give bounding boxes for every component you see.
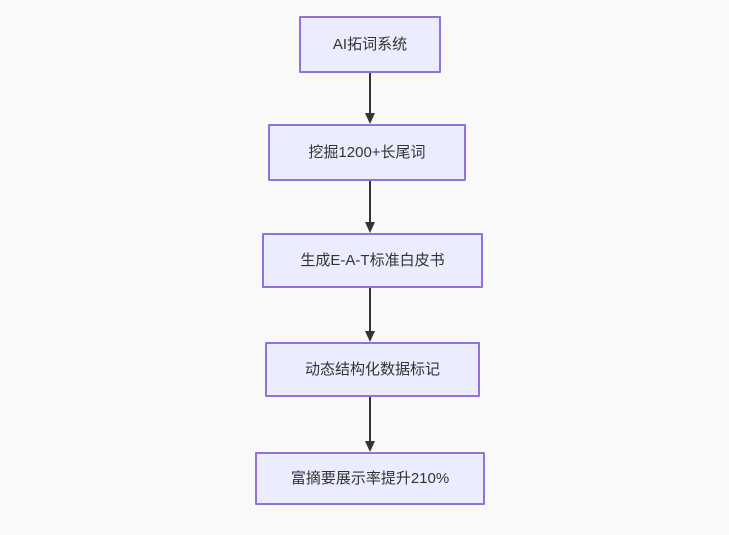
- flow-arrow-1: [365, 73, 375, 124]
- flow-arrow-4: [365, 397, 375, 452]
- node-label: 挖掘1200+长尾词: [308, 143, 426, 161]
- node-label: AI拓词系统: [332, 35, 408, 53]
- arrow-line: [369, 73, 371, 116]
- flow-arrow-3: [365, 288, 375, 342]
- arrowhead-down-icon: [365, 331, 375, 342]
- node-label: 动态结构化数据标记: [304, 360, 440, 378]
- flowchart-node-ai-word-expansion-system: AI拓词系统: [299, 16, 441, 73]
- arrow-line: [369, 288, 371, 334]
- flowchart-node-dynamic-structured-data-markup: 动态结构化数据标记: [265, 342, 480, 397]
- flow-arrow-2: [365, 181, 375, 233]
- arrowhead-down-icon: [365, 113, 375, 124]
- flowchart-node-rich-snippet-rate-increase: 富摘要展示率提升210%: [255, 452, 485, 505]
- flowchart-node-mine-longtail-keywords: 挖掘1200+长尾词: [268, 124, 466, 181]
- node-label: 富摘要展示率提升210%: [290, 469, 450, 487]
- flowchart-node-generate-eat-whitepaper: 生成E-A-T标准白皮书: [262, 233, 483, 288]
- arrowhead-down-icon: [365, 441, 375, 452]
- arrow-line: [369, 181, 371, 225]
- arrow-line: [369, 397, 371, 444]
- arrowhead-down-icon: [365, 222, 375, 233]
- node-label: 生成E-A-T标准白皮书: [300, 251, 445, 269]
